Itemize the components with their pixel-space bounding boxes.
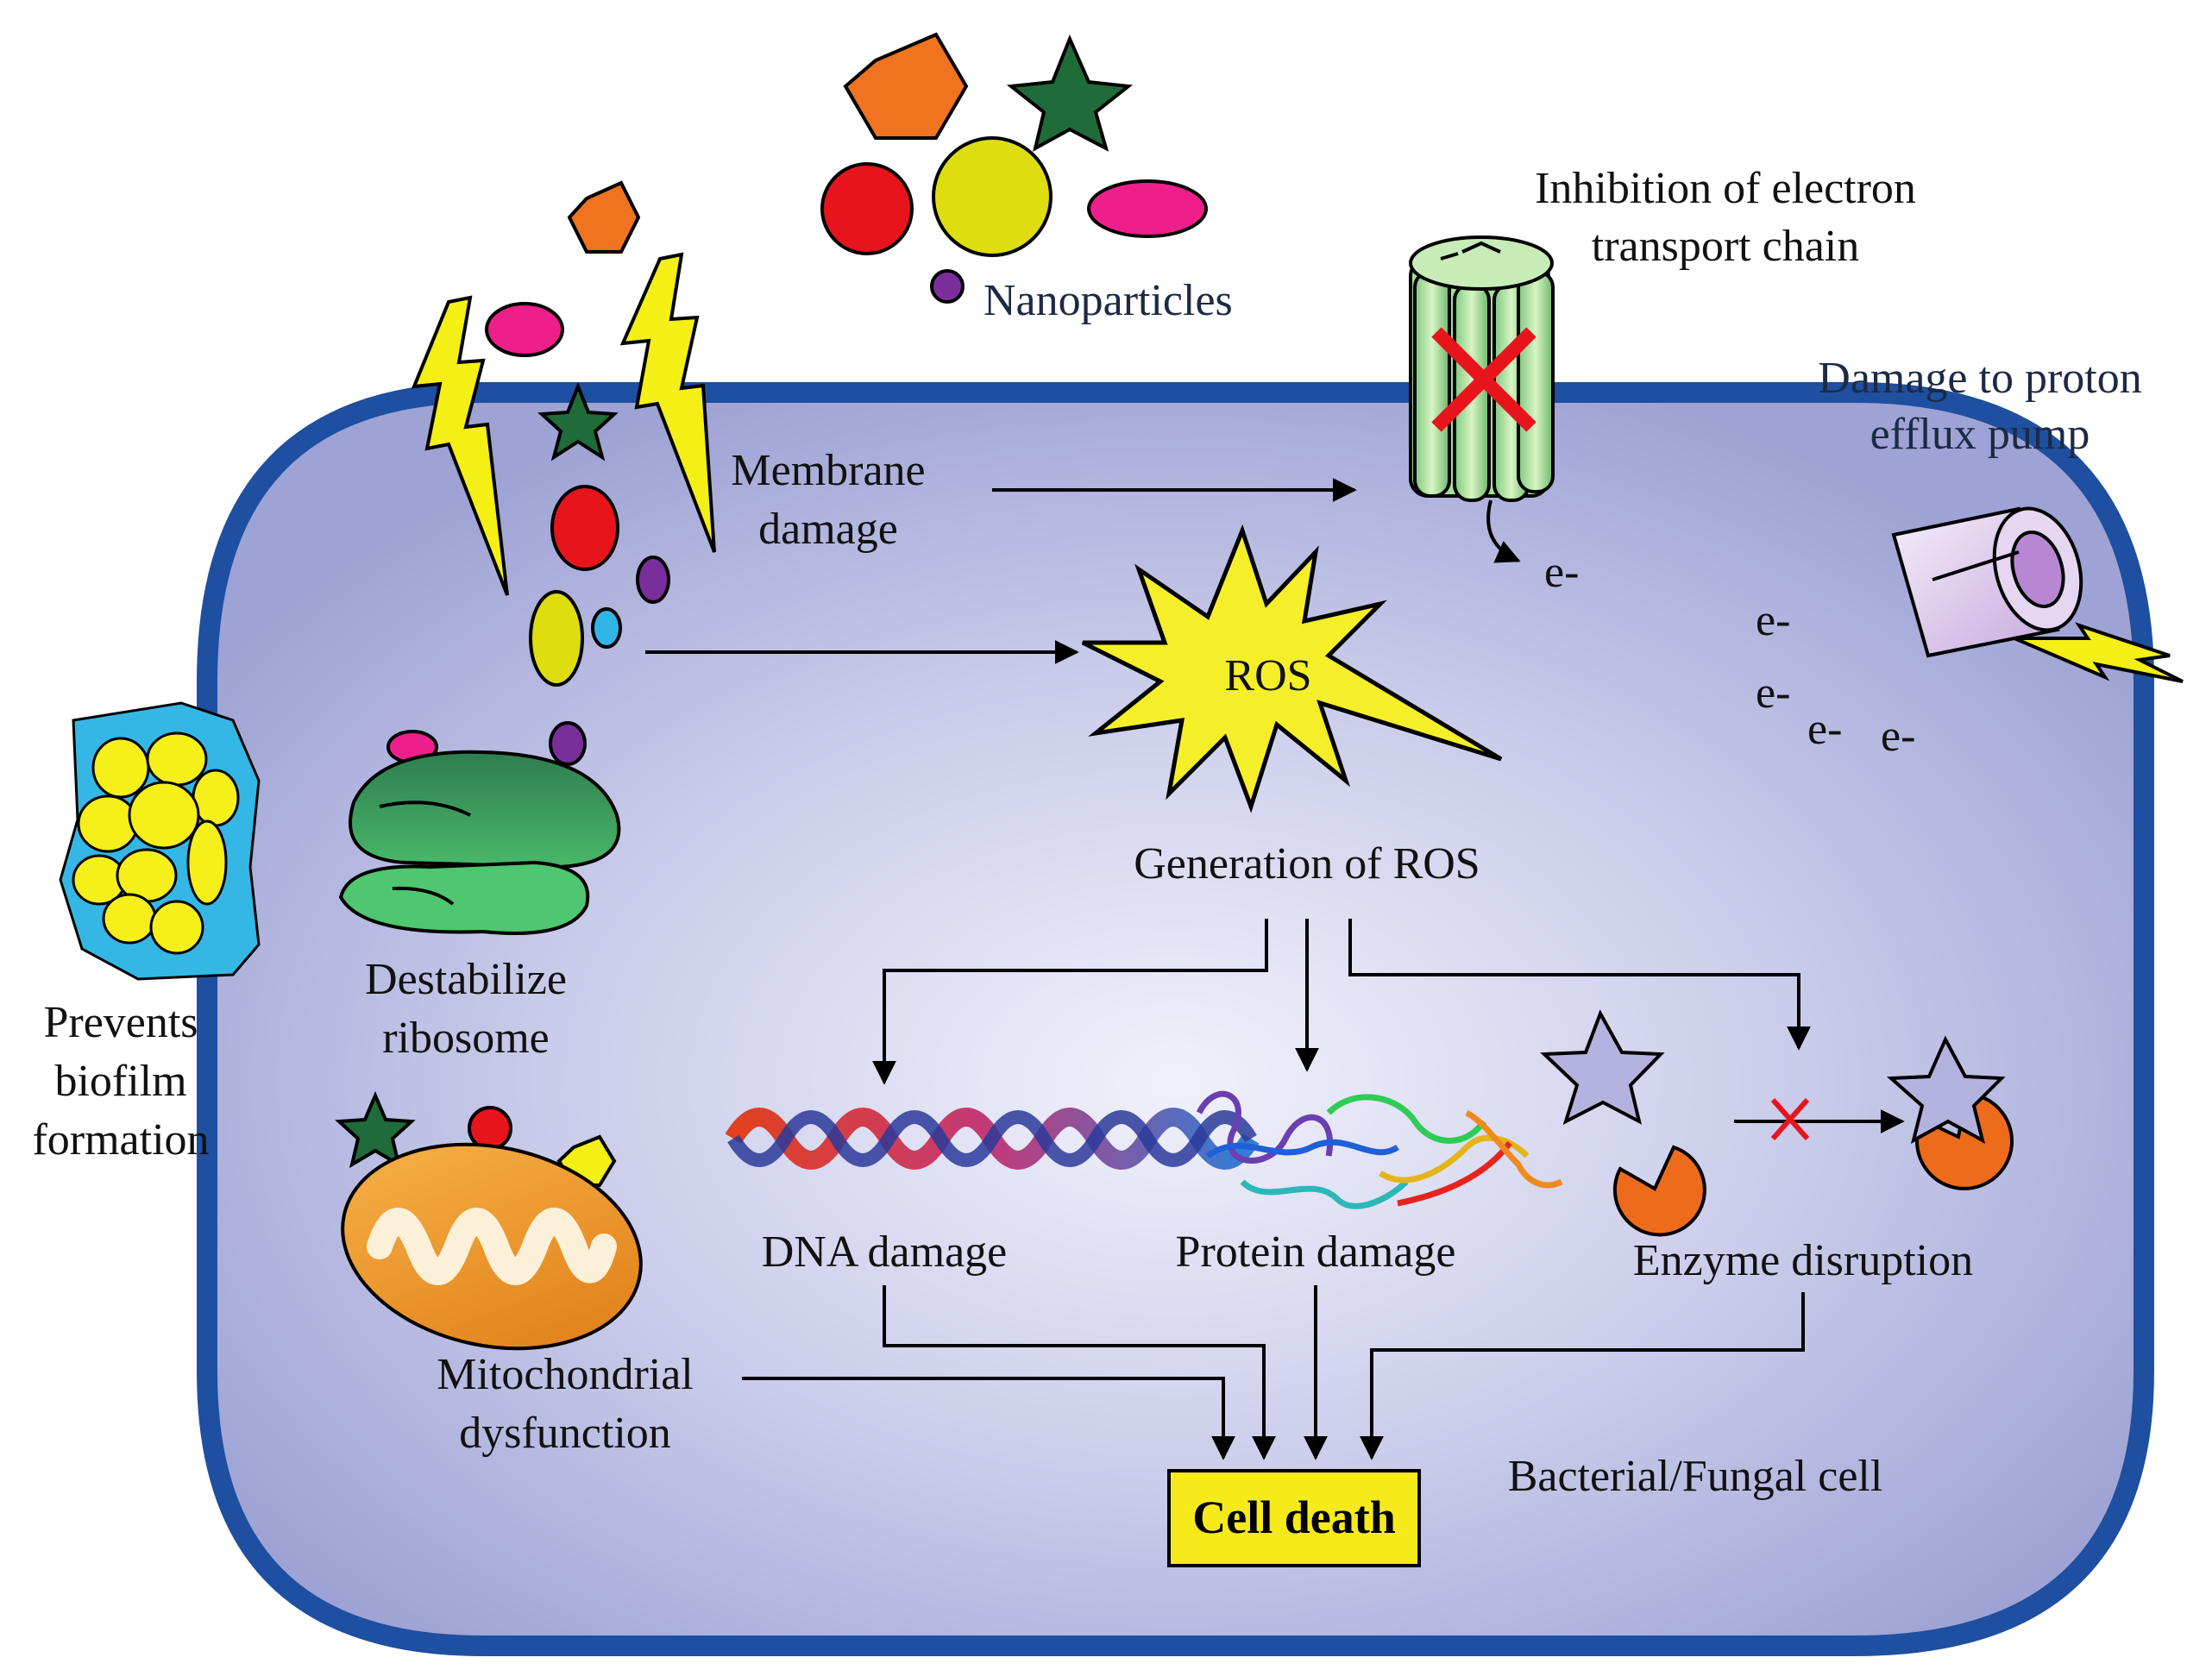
electron-5: e- (1881, 712, 1915, 761)
mitochondria-label-line-2: dysfunction (459, 1409, 671, 1458)
bacterial-cell-membrane (197, 382, 2154, 1656)
lightning-bolt-right (619, 252, 716, 553)
purple-ellipse-small (636, 556, 670, 604)
inhibition-label-line-2: transport chain (1592, 222, 1859, 271)
bound-substrate-star-icon (1886, 1035, 2006, 1144)
red-ellipse-small (550, 485, 619, 571)
proton-pump-label-line-2: efflux pump (1870, 410, 2090, 459)
arrow-enzyme-to-death (1360, 1292, 1805, 1460)
ribosome-label-line-2: ribosome (382, 1014, 550, 1063)
cell-type-label: Bacterial/Fungal cell (1508, 1452, 1883, 1501)
orange-hexagon-particle (843, 32, 969, 140)
etc-block-x-2 (1431, 327, 1536, 432)
electron-transport-complex-icon (1409, 235, 1555, 502)
ribosome-icon (338, 721, 621, 935)
pink-ellipse-particle (1087, 179, 1208, 238)
nanoparticles-label: Nanoparticles (983, 276, 1233, 325)
electron-3: e- (1756, 669, 1790, 718)
electron-1: e- (1544, 548, 1579, 597)
enzyme-disruption-icon (1540, 1009, 2014, 1237)
arrow-mito-to-death (742, 1377, 1235, 1460)
ribosome-label-line-1: Destabilize (365, 955, 567, 1004)
arrow-electron-flow (1486, 499, 1521, 563)
red-dot-mito (468, 1106, 512, 1151)
arrow-ros-to-dna (872, 919, 1268, 1085)
mitochondria-label-line-1: Mitochondrial (437, 1350, 694, 1399)
dna-helix-icon (725, 1108, 1260, 1170)
mitochondrion-icon (335, 1090, 643, 1351)
arrow-dna-to-death (883, 1285, 1276, 1460)
enzyme-disruption-label: Enzyme disruption (1633, 1236, 1973, 1285)
inhibition-label-line-1: Inhibition of electron (1535, 164, 1916, 213)
cyan-ellipse-small (591, 607, 622, 649)
enzyme-pacman-left (1612, 1145, 1706, 1237)
green-star-particle (1006, 34, 1134, 152)
yellow-circle-particle (932, 136, 1053, 257)
membrane-damage-label-line-2: damage (758, 505, 898, 554)
arrow-ros-to-enzyme (1348, 919, 1811, 1051)
lightning-bolt-left (411, 295, 509, 596)
biofilm-label-line-1: Prevents (43, 998, 198, 1047)
biofilm-label-line-3: formation (32, 1115, 209, 1165)
dna-damage-label: DNA damage (762, 1227, 1007, 1277)
orange-hexagon-small (567, 180, 641, 254)
electron-4: e- (1807, 705, 1842, 754)
enzyme-pacman-right (1915, 1091, 2014, 1190)
protein-structure-icon (1196, 1090, 1563, 1209)
yellow-ellipse-small (529, 590, 584, 687)
lightning-bolt-pump (2014, 622, 2184, 683)
lightning-bolt-icons (411, 252, 716, 596)
green-star-small (537, 381, 619, 461)
generation-ros-label: Generation of ROS (1134, 839, 1480, 888)
biofilm-label-line-2: biofilm (54, 1057, 186, 1106)
nanoparticles-cluster (820, 32, 1208, 304)
biofilm-icon (59, 701, 261, 981)
ros-star-icon: ROS (1081, 524, 1503, 813)
proton-pump-label-line-1: Damage to proton (1818, 354, 2141, 403)
pink-ellipse-small (485, 302, 564, 357)
proton-pump-icon (1891, 506, 2184, 683)
purple-dot-particle (930, 269, 965, 304)
substrate-star-icon (1540, 1009, 1665, 1125)
cell-death-label: Cell death (1192, 1491, 1396, 1543)
ros-core-label: ROS (1224, 651, 1311, 700)
protein-damage-label: Protein damage (1176, 1227, 1456, 1277)
electron-2: e- (1756, 596, 1790, 645)
cell-death-box (1167, 1469, 1421, 1567)
membrane-damage-label-line-1: Membrane (731, 446, 925, 495)
block-x-2 (1770, 1098, 1810, 1140)
entering-particles (485, 180, 670, 687)
red-circle-particle (820, 162, 914, 255)
green-star-mito (335, 1090, 416, 1169)
